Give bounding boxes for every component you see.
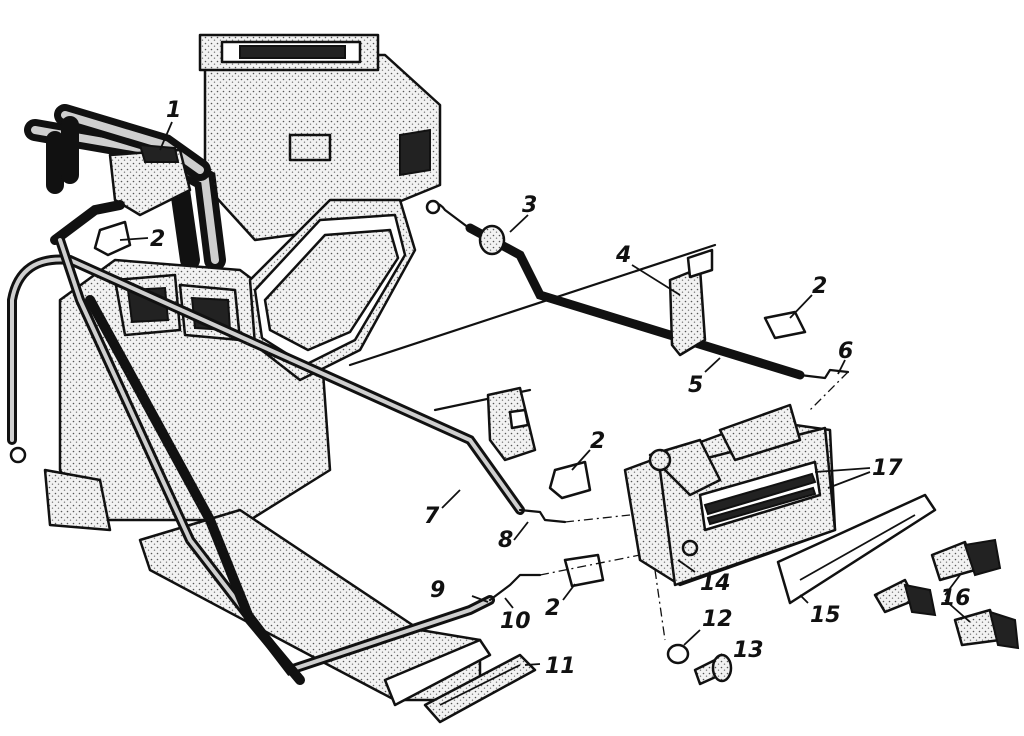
callout-14: 14 bbox=[700, 571, 731, 596]
callout-15: 15 bbox=[810, 603, 841, 628]
callout-10: 10 bbox=[500, 609, 531, 634]
dash-10 bbox=[539, 554, 641, 576]
clip-2a bbox=[93, 220, 132, 257]
callout-2d: 2 bbox=[545, 596, 560, 621]
screw-13 bbox=[693, 653, 733, 686]
callout-6: 6 bbox=[838, 339, 853, 364]
heater-tap bbox=[108, 143, 192, 217]
washer-12 bbox=[666, 643, 690, 665]
control-cables bbox=[7, 200, 525, 685]
callout-16: 16 bbox=[940, 586, 971, 611]
dash-6 bbox=[809, 371, 849, 411]
vent-grille-11 bbox=[423, 653, 537, 724]
callout-3: 3 bbox=[522, 193, 537, 218]
heater-control-unit bbox=[623, 403, 837, 587]
cable-end-8 bbox=[518, 508, 567, 524]
callout-12: 12 bbox=[702, 607, 733, 632]
callout-8: 8 bbox=[498, 528, 513, 553]
callout-labels: 1 2 3 4 2 6 5 17 2 7 8 14 9 10 2 12 13 1… bbox=[150, 98, 971, 679]
callout-2a: 2 bbox=[150, 227, 165, 252]
callout-5: 5 bbox=[688, 373, 703, 398]
callout-2b: 2 bbox=[812, 274, 827, 299]
cable-end-10 bbox=[488, 573, 542, 602]
callout-1: 1 bbox=[166, 98, 181, 123]
cable-3-5 bbox=[425, 199, 850, 380]
leader-lines bbox=[119, 121, 971, 666]
bracket-4 bbox=[348, 243, 717, 367]
mounting-bracket bbox=[433, 386, 537, 462]
callout-4: 4 bbox=[615, 243, 631, 268]
callout-7: 7 bbox=[424, 504, 440, 529]
scale-plate-15 bbox=[776, 493, 937, 605]
control-knobs-16 bbox=[873, 538, 1020, 650]
dash-12 bbox=[654, 569, 666, 641]
dash-8 bbox=[564, 514, 631, 523]
callout-2c: 2 bbox=[590, 429, 605, 454]
clip-2d bbox=[563, 553, 605, 588]
clip-2c bbox=[548, 460, 592, 500]
clip-2b bbox=[763, 310, 807, 340]
callout-13: 13 bbox=[733, 638, 764, 663]
callout-9: 9 bbox=[430, 578, 445, 603]
callout-11: 11 bbox=[545, 654, 576, 679]
central-air-duct bbox=[248, 198, 417, 382]
air-intake-duct bbox=[198, 33, 442, 242]
callout-17: 17 bbox=[872, 456, 903, 481]
